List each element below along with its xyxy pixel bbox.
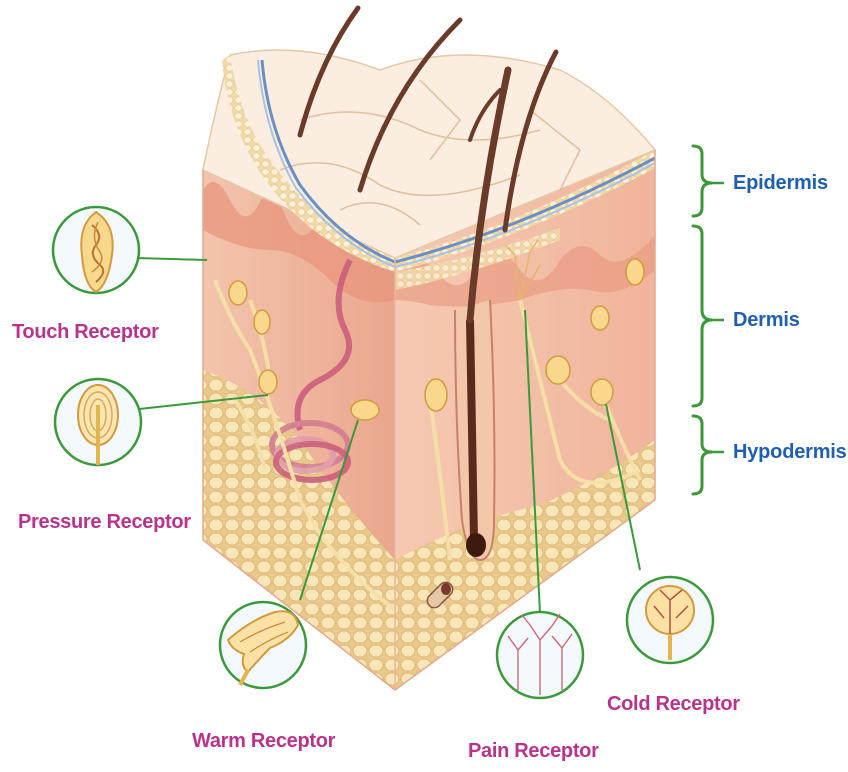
pain-receptor-label: Pain Receptor <box>468 740 599 763</box>
warm-receptor-label: Warm Receptor <box>192 730 335 753</box>
epidermis-label: Epidermis <box>733 172 828 195</box>
touch-receptor-inset <box>53 207 139 293</box>
touch-receptor-label: Touch Receptor <box>12 321 159 344</box>
warm-receptor-inset <box>220 602 306 688</box>
hypodermis-bracket <box>693 416 712 494</box>
epidermis-bracket <box>693 146 712 216</box>
pressure-receptor-label: Pressure Receptor <box>18 511 191 534</box>
dermis-label: Dermis <box>733 309 800 332</box>
cold-receptor-inset <box>627 577 713 663</box>
hypodermis-label: Hypodermis <box>733 441 847 464</box>
pain-receptor-inset <box>497 612 583 698</box>
pressure-receptor-inset <box>55 379 141 465</box>
cold-receptor-label: Cold Receptor <box>607 693 740 716</box>
layer-brackets <box>693 146 712 494</box>
dermis-bracket <box>693 226 712 406</box>
